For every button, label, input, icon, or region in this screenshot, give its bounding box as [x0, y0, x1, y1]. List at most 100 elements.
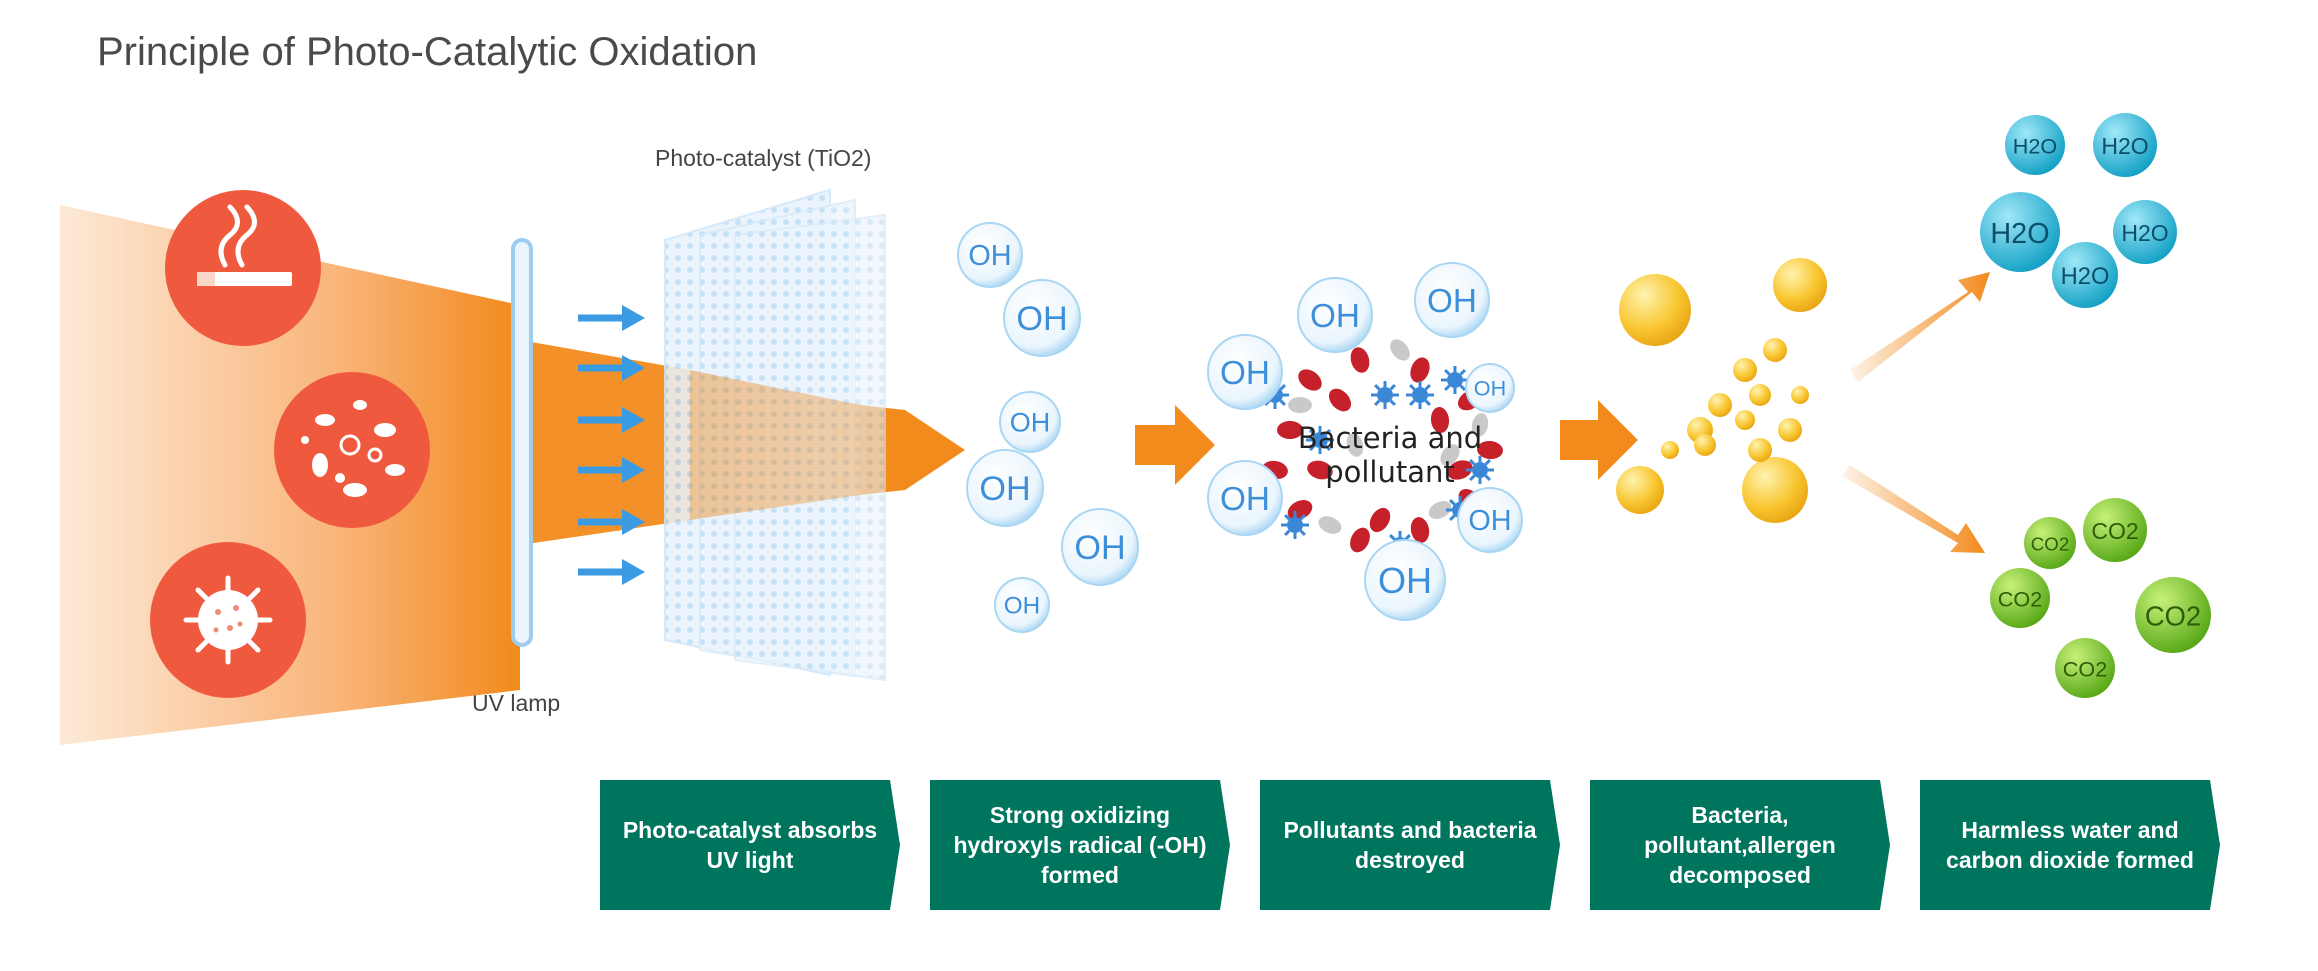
bacteria-cluster: OH OH OH OH OH OH OH — [1207, 262, 1523, 621]
virus-particle-3 — [1406, 381, 1434, 409]
cluster-oh-bubble-3-label: OH — [1427, 283, 1477, 320]
h2o-molecule-2: H2O — [2093, 113, 2157, 177]
bacteria-cell-4 — [1410, 357, 1430, 383]
cluster-label-line2: pollutant — [1325, 455, 1455, 489]
h2o-molecule-5-label: H2O — [2061, 263, 2110, 290]
bacteria-cell-2 — [1298, 369, 1322, 391]
co2-molecule-3: CO2 — [1990, 568, 2050, 628]
step-3-label: Pollutants and bacteria destroyed — [1283, 817, 1537, 873]
smoke-source — [165, 190, 321, 346]
cluster-oh-bubble-1: OH — [1207, 334, 1283, 410]
particle-13 — [1778, 418, 1802, 442]
cluster-oh-bubble-7: OH — [1364, 539, 1446, 621]
cluster-oh-bubble-7-label: OH — [1378, 560, 1432, 601]
h2o-molecule-3: H2O — [1980, 192, 2060, 272]
virus-particle-5 — [1281, 511, 1309, 539]
cluster-oh-bubble-5-label: OH — [1474, 376, 1506, 401]
bacteria-cell-9 — [1350, 527, 1370, 553]
pollutant-cell-4 — [1428, 501, 1452, 519]
oh-bubble-4-label: OH — [979, 470, 1030, 508]
pollutant-cell-1 — [1288, 397, 1312, 413]
bacteria-cell-8 — [1410, 517, 1430, 543]
bacteria-source — [274, 372, 430, 528]
oh-bubble-6: OH — [994, 577, 1050, 633]
oh-bubble-2-label: OH — [1016, 300, 1067, 338]
step-2: Strong oxidizing hydroxyls radical (-OH)… — [930, 780, 1230, 910]
step-3: Pollutants and bacteria destroyed — [1260, 780, 1560, 910]
step-2-label: Strong oxidizing hydroxyls radical (-OH)… — [953, 802, 1207, 888]
decomposed-particles — [1616, 258, 1827, 523]
virus-particle-2 — [1371, 381, 1399, 409]
particle-2 — [1773, 258, 1827, 312]
co2-molecule-4-label: CO2 — [2145, 601, 2201, 632]
uv-lamp — [511, 238, 533, 647]
virus-source — [150, 542, 306, 698]
co2-molecule-1: CO2 — [2024, 517, 2076, 569]
step-5-label: Harmless water and carbon dioxide formed — [1946, 817, 2194, 873]
co2-molecule-3-label: CO2 — [1998, 586, 2042, 611]
oh-bubble-5-label: OH — [1074, 529, 1125, 567]
particle-3 — [1742, 457, 1808, 523]
catalyst-label: Photo-catalyst (TiO2) — [655, 145, 872, 171]
cluster-oh-bubble-4: OH — [1207, 460, 1283, 536]
step-1: Photo-catalyst absorbs UV light — [600, 780, 900, 910]
particle-10 — [1694, 434, 1716, 456]
cluster-label-line1: Bacteria and — [1298, 421, 1482, 455]
oh-bubble-1-label: OH — [968, 240, 1011, 272]
pollutant-cell-3 — [1471, 413, 1489, 437]
particle-12 — [1735, 410, 1755, 430]
page-title: Principle of Photo-Catalytic Oxidation — [97, 30, 758, 74]
cluster-oh-bubble-2: OH — [1297, 277, 1373, 353]
oh-bubble-1: OH — [957, 222, 1023, 288]
bacteria-cell-16 — [1307, 460, 1333, 480]
virus-icon — [183, 575, 273, 665]
bacteria-cell-14 — [1369, 507, 1391, 533]
uv-lamp-label: UV lamp — [472, 690, 561, 716]
h2o-molecule-1: H2O — [2005, 115, 2065, 175]
pollutant-cell-2 — [1390, 339, 1410, 361]
bacteria-cell-1 — [1277, 421, 1303, 439]
particle-11 — [1748, 438, 1772, 462]
particle-7 — [1763, 338, 1787, 362]
uv-light-arrows — [578, 305, 645, 585]
cluster-oh-bubble-2-label: OH — [1310, 298, 1360, 335]
process-arrow-3 — [1560, 400, 1638, 480]
output-arrow-up — [1850, 272, 1990, 382]
cluster-oh-bubble-4-label: OH — [1220, 481, 1270, 518]
bacteria-cell-3 — [1350, 347, 1370, 373]
water-molecules: H2O H2O H2O H2O H2O — [1980, 113, 2177, 308]
cluster-oh-bubble-6: OH — [1457, 487, 1523, 553]
pollutant-cell-7 — [1440, 444, 1460, 466]
virus-particle-9 — [1306, 426, 1334, 454]
h2o-molecule-5: H2O — [2052, 242, 2118, 308]
h2o-molecule-4: H2O — [2113, 200, 2177, 264]
cigarette-icon — [197, 204, 292, 286]
oh-bubble-3-label: OH — [1010, 408, 1051, 438]
step-1-label: Photo-catalyst absorbs UV light — [622, 817, 878, 873]
h2o-molecule-2-label: H2O — [2101, 133, 2148, 159]
co2-molecule-1-label: CO2 — [2031, 533, 2069, 554]
h2o-molecule-4-label: H2O — [2121, 220, 2168, 246]
beam-arrow-head — [860, 405, 965, 495]
particle-6 — [1733, 358, 1757, 382]
particle-14 — [1661, 441, 1679, 459]
step-5: Harmless water and carbon dioxide formed — [1920, 780, 2220, 910]
oh-bubble-2: OH — [1003, 279, 1081, 357]
bacteria-cell-13 — [1430, 407, 1450, 433]
process-arrow-2 — [1135, 405, 1215, 485]
bacteria-icon — [301, 400, 405, 497]
co2-molecule-4: CO2 — [2135, 577, 2211, 653]
bacteria-cell-6 — [1477, 440, 1503, 460]
oh-bubble-5: OH — [1061, 508, 1139, 586]
pollutant-cell-6 — [1346, 433, 1364, 457]
particle-8 — [1749, 384, 1771, 406]
h2o-molecule-3-label: H2O — [1990, 218, 2049, 250]
particle-15 — [1791, 386, 1809, 404]
co2-molecule-5-label: CO2 — [2063, 656, 2107, 681]
cluster-oh-bubble-3: OH — [1414, 262, 1490, 338]
particle-4 — [1616, 466, 1664, 514]
cluster-oh-bubble-6-label: OH — [1468, 505, 1511, 537]
co2-molecule-2-label: CO2 — [2091, 518, 2138, 544]
